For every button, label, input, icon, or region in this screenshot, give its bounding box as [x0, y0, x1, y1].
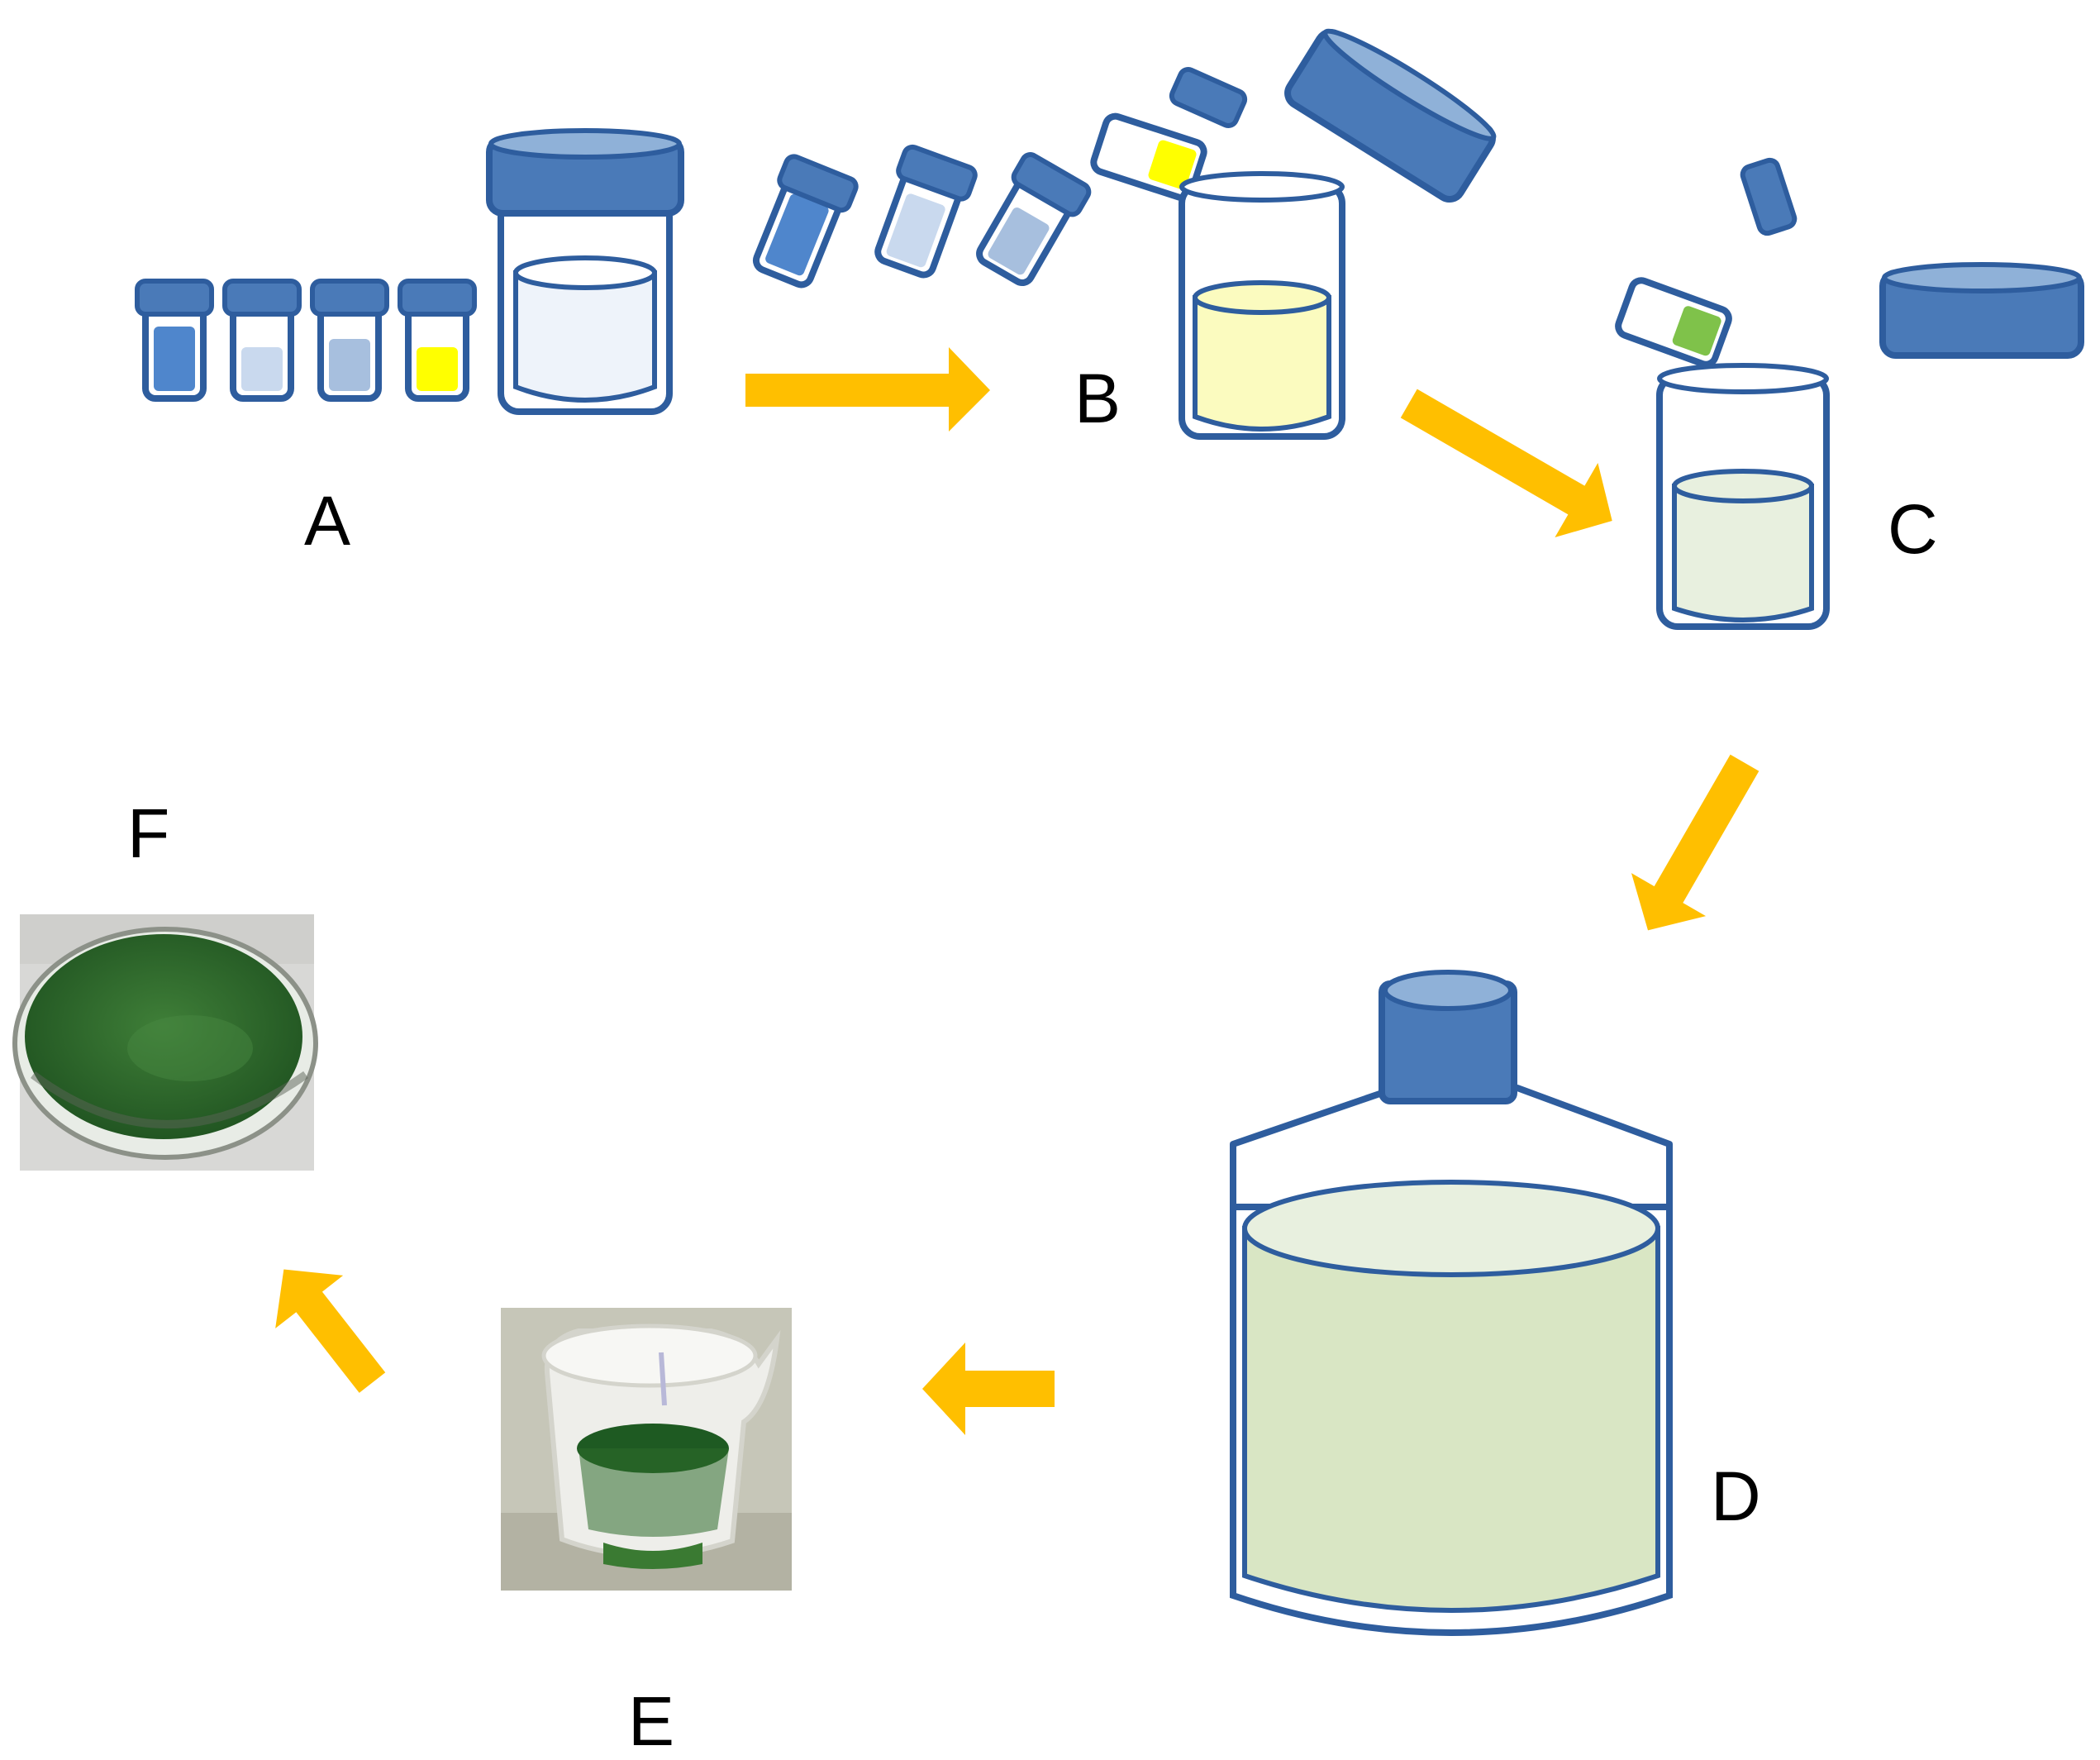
jar-icon	[1179, 171, 1345, 440]
vial-icon	[1615, 277, 1732, 368]
vial-icon	[752, 154, 859, 289]
vial-icon	[222, 279, 302, 402]
arrow-icon	[1400, 389, 1612, 538]
arrow-icon	[1631, 754, 1760, 931]
vial-cap-icon	[1169, 67, 1248, 128]
step-label-d: D	[1711, 1457, 1761, 1535]
vial-icon	[1090, 112, 1207, 202]
arrow-icon	[922, 1343, 1055, 1435]
vial-icon	[310, 279, 389, 402]
step-a-group	[135, 128, 684, 415]
vial-cap-icon	[1740, 157, 1798, 236]
vial-icon	[976, 152, 1092, 286]
vial-icon	[135, 279, 214, 402]
step-c-group	[1615, 157, 2084, 630]
step-label-f: F	[127, 794, 170, 872]
step-label-b: B	[1074, 360, 1121, 437]
arrow-icon	[745, 347, 990, 432]
step-label-a: A	[304, 482, 351, 560]
beaker-photo	[501, 1308, 792, 1591]
petri-dish-photo	[12, 914, 318, 1171]
jar-icon	[486, 128, 684, 415]
arrow-icon	[275, 1269, 386, 1393]
step-b-group	[752, 28, 1497, 440]
jar-lid-icon	[1879, 262, 2084, 359]
step-label-c: C	[1888, 490, 1938, 568]
carboy-icon	[1230, 970, 1673, 1636]
vial-icon	[398, 279, 477, 402]
jar-icon	[1656, 363, 1830, 630]
jar-lid-icon	[1284, 28, 1497, 203]
vial-icon	[874, 144, 978, 279]
step-label-e: E	[628, 1682, 675, 1760]
